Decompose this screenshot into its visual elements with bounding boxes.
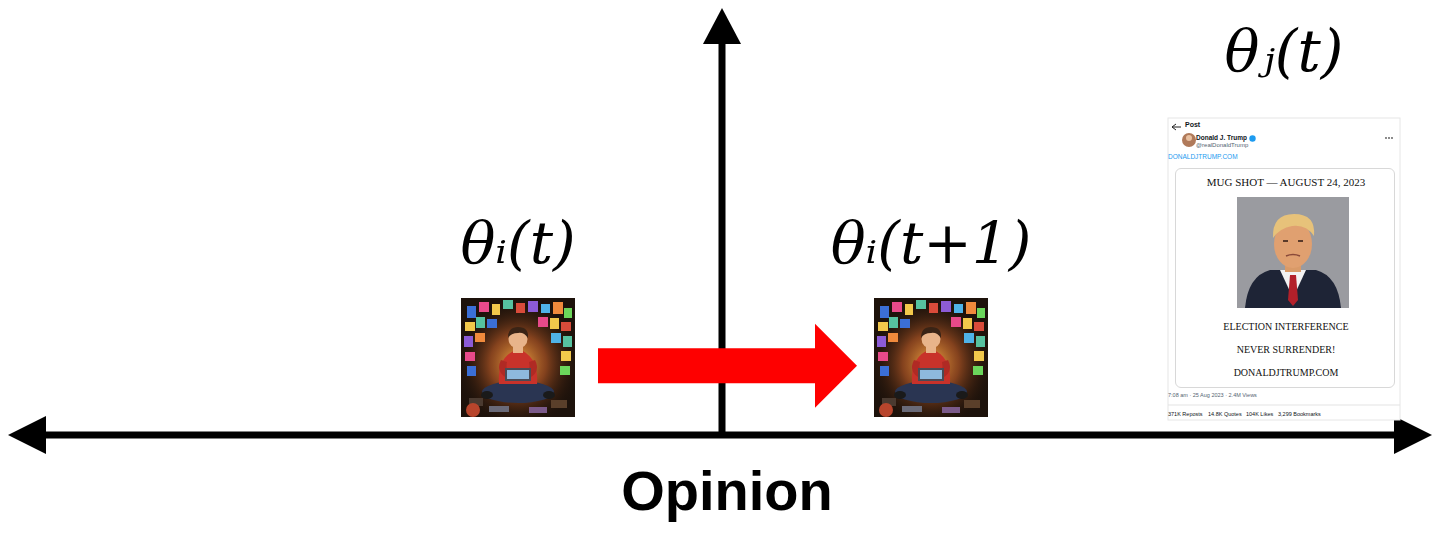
author-name: Donald J. Trump <box>1196 134 1247 141</box>
menu-dot <box>1385 137 1387 139</box>
back-arrow <box>1172 124 1181 130</box>
tweet-node: θⱼ(t)PostDonald J. Trump@realDonaldTrump… <box>1168 118 1400 420</box>
author-handle: @realDonaldTrump <box>1196 142 1316 149</box>
person-illustration <box>461 298 575 417</box>
influence-arrow <box>598 324 857 408</box>
avatar-face <box>1186 135 1192 141</box>
opinion-symbol: θᵢ(t+1) <box>814 212 1048 276</box>
post-header: Post <box>1185 121 1245 129</box>
card-heading: MUG SHOT — AUGUST 24, 2023 <box>1180 176 1392 189</box>
axis-arrowhead <box>1394 416 1432 454</box>
person-illustration <box>874 298 988 417</box>
axis-label: Opinion <box>477 460 977 522</box>
post-stat: 371K Reposts <box>1168 411 1208 417</box>
post-meta: 7:08 am · 25 Aug 2023 · 2.4M Views <box>1168 392 1400 398</box>
verified-badge <box>1249 135 1256 142</box>
axis-arrowhead <box>8 416 46 454</box>
post-stat: 14.8K Quotes <box>1208 411 1246 417</box>
tweet-screenshot <box>1168 118 1400 420</box>
post-stat: 104K Likes <box>1246 411 1278 417</box>
axis-arrowhead <box>703 8 741 44</box>
link-text: DONALDJTRUMP.COM <box>1168 153 1288 160</box>
agent-node: θᵢ(t+1) <box>874 298 988 417</box>
mug-shot-photo <box>1237 197 1349 308</box>
agent-node: θᵢ(t) <box>461 298 575 417</box>
tweet-background <box>1168 118 1400 420</box>
card-text: DONALDJTRUMP.COM <box>1180 367 1392 379</box>
tweet-separator <box>1168 405 1400 406</box>
card-text: NEVER SURRENDER! <box>1180 344 1392 356</box>
menu-dot <box>1388 137 1390 139</box>
post-stat: 3,299 Bookmarks <box>1278 411 1368 417</box>
opinion-symbol: θᵢ(t) <box>411 212 625 276</box>
opinion-axes <box>8 8 1432 454</box>
tweet-card: MUG SHOT — AUGUST 24, 2023ELECTION INTER… <box>1175 168 1395 388</box>
avatar <box>1182 133 1196 147</box>
menu-dot <box>1391 137 1393 139</box>
opinion-symbol: θⱼ(t) <box>1148 20 1420 84</box>
card-text: ELECTION INTERFERENCE <box>1180 321 1392 333</box>
